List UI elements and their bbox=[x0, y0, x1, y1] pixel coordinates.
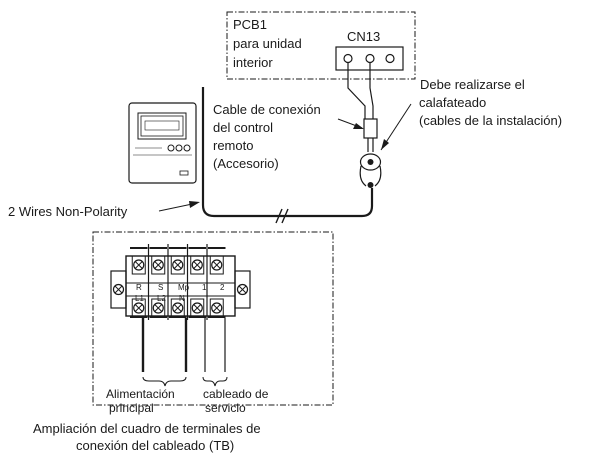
remote-cable-line-3: remoto bbox=[213, 138, 253, 153]
power-group-line-2: principal bbox=[109, 401, 154, 415]
wire-pin2 bbox=[369, 62, 374, 119]
pcb-title-line-2: para unidad bbox=[233, 36, 302, 51]
caption-line-1: Ampliación del cuadro de terminales de bbox=[33, 421, 261, 436]
cable-plug bbox=[363, 118, 378, 139]
grommet-bottom bbox=[367, 182, 374, 188]
grommet-strain bbox=[359, 165, 382, 187]
pcb-title-line-1: PCB1 bbox=[233, 17, 267, 32]
plug-cable-down bbox=[367, 138, 374, 152]
remote-cable-line-1: Cable de conexión bbox=[213, 102, 321, 117]
terminal-cell bbox=[186, 244, 206, 320]
terminal-screw bbox=[151, 255, 166, 275]
tb-top-label-r: R bbox=[136, 283, 142, 292]
terminal-screw bbox=[131, 255, 146, 275]
terminal-screw bbox=[131, 298, 146, 318]
wires-leader-arrow bbox=[189, 201, 200, 208]
remote-cable-line-2: del control bbox=[213, 120, 273, 135]
remote-cable bbox=[201, 87, 374, 218]
power-group-line-1: Alimentación bbox=[106, 387, 175, 401]
terminal-cells bbox=[130, 244, 226, 320]
remote-cable-leader-arrow bbox=[353, 123, 364, 129]
pcb-frame bbox=[226, 11, 416, 80]
grommet bbox=[359, 153, 382, 171]
cn13-label: CN13 bbox=[347, 29, 380, 44]
cn13-pin-2 bbox=[365, 53, 375, 64]
tb-bottom-label-n: N bbox=[179, 294, 185, 303]
terminal-cell bbox=[167, 244, 187, 320]
wire-pin1 bbox=[347, 62, 366, 119]
tb-bottom-label-l1: L1 bbox=[135, 294, 144, 303]
terminal-screw bbox=[209, 255, 224, 275]
remote-controller bbox=[128, 102, 197, 184]
cn13-pin-1 bbox=[343, 53, 353, 64]
tb-bottom-label-l2: L2 bbox=[157, 294, 166, 303]
terminal-cell bbox=[147, 244, 167, 320]
terminal-cell bbox=[130, 247, 148, 318]
wires-note: 2 Wires Non-Polarity bbox=[8, 204, 128, 219]
grommet-hole bbox=[367, 159, 374, 165]
tb-top-label-s: S bbox=[158, 283, 163, 292]
tb-top-label-1: 1 bbox=[202, 283, 207, 292]
tb-top-label-mp: Mp bbox=[178, 283, 190, 292]
caption-line-2: conexión del cableado (TB) bbox=[76, 438, 234, 453]
power-brace bbox=[142, 376, 187, 387]
cable-break-mark bbox=[275, 208, 289, 224]
tb-frame bbox=[92, 231, 334, 406]
service-brace bbox=[202, 376, 228, 387]
pcb-title-line-3: interior bbox=[233, 55, 273, 70]
sealing-note-line-2: calafateado bbox=[419, 95, 486, 110]
terminal-screw bbox=[190, 298, 205, 318]
remote-cable-line-4: (Accesorio) bbox=[213, 156, 279, 171]
service-group-line-2: servicio bbox=[205, 401, 246, 415]
terminal-screw bbox=[170, 255, 185, 275]
sealing-leader-arrow bbox=[381, 139, 389, 150]
tb-top-label-2: 2 bbox=[220, 283, 225, 292]
cn13-pin-3 bbox=[385, 53, 395, 64]
sealing-note-line-1: Debe realizarse el bbox=[420, 77, 525, 92]
terminal-cell bbox=[206, 244, 226, 320]
service-group-line-1: cableado de bbox=[203, 387, 269, 401]
sealing-note-line-3: (cables de la instalación) bbox=[419, 113, 562, 128]
terminal-screw bbox=[209, 298, 224, 318]
terminal-screw bbox=[190, 255, 205, 275]
